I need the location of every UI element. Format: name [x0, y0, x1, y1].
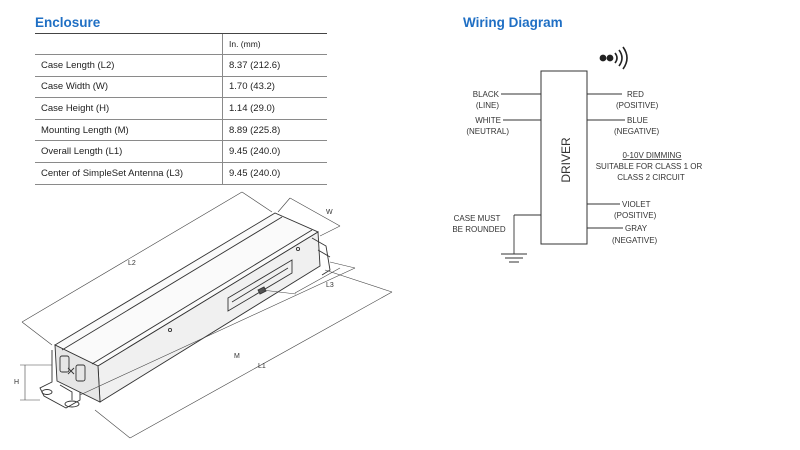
case-end-face: [54, 344, 101, 403]
row-label: Case Length (L2): [35, 54, 223, 77]
wiring-diagram-title: Wiring Diagram: [463, 15, 563, 30]
mount-bracket-left: [39, 350, 81, 409]
dim-line-l2: [21, 191, 243, 323]
dim-label-w: W: [326, 209, 333, 216]
dim-label-l3: L3: [326, 282, 334, 289]
table-header-row: In. (mm): [35, 33, 327, 55]
row-value: 8.89 (225.8): [222, 119, 327, 142]
antenna-slot: [227, 259, 293, 312]
enclosure-title: Enclosure: [35, 15, 101, 30]
row-value: 8.37 (212.6): [222, 54, 327, 77]
dim-label-l1: L1: [258, 363, 266, 370]
table-row: Case Height (H) 1.14 (29.0): [35, 97, 327, 120]
row-label: Overall Length (L1): [35, 140, 223, 163]
row-label: Case Width (W): [35, 76, 223, 99]
row-label: Case Height (H): [35, 97, 223, 120]
dim-line-w: [289, 197, 341, 227]
row-value: 9.45 (240.0): [222, 162, 327, 185]
dim-label-m: M: [234, 353, 240, 360]
table-header-blank: [35, 33, 223, 55]
row-label: Center of SimpleSet Antenna (L3): [35, 162, 223, 185]
units-header: In. (mm): [222, 33, 327, 55]
table-row: Overall Length (L1) 9.45 (240.0): [35, 140, 327, 163]
dim-line-m: [79, 267, 356, 396]
table-row: Center of SimpleSet Antenna (L3) 9.45 (2…: [35, 162, 327, 185]
enclosure-spec-table: In. (mm) Case Length (L2) 8.37 (212.6) C…: [35, 33, 327, 185]
row-label: Mounting Length (M): [35, 119, 223, 142]
row-value: 9.45 (240.0): [222, 140, 327, 163]
table-row: Case Length (L2) 8.37 (212.6): [35, 54, 327, 77]
row-value: 1.70 (43.2): [222, 76, 327, 99]
dim-label-l2: L2: [128, 260, 136, 267]
table-row: Mounting Length (M) 8.89 (225.8): [35, 119, 327, 142]
row-value: 1.14 (29.0): [222, 97, 327, 120]
dim-line-l1: [129, 291, 393, 439]
mount-bracket-right: [311, 237, 331, 276]
table-row: Case Width (W) 1.70 (43.2): [35, 76, 327, 99]
dim-label-h: H: [14, 379, 19, 386]
